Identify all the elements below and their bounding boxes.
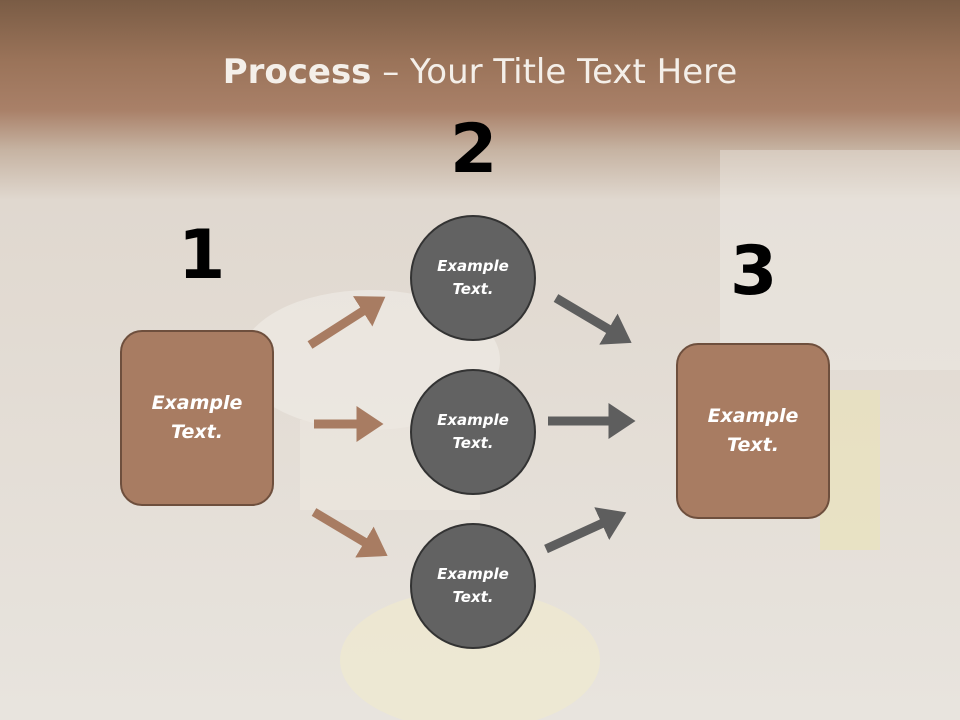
step-number-3: 3 — [730, 232, 778, 311]
step-box-3-text: Example Text. — [707, 405, 799, 456]
step-number-2: 2 — [450, 110, 498, 189]
step-box-1: Example Text. — [120, 330, 274, 506]
slide-title: Process – Your Title Text Here — [0, 52, 960, 92]
step-number-1: 1 — [178, 216, 226, 295]
middle-circle-top-text: Example Text. — [437, 257, 509, 298]
step-box-3: Example Text. — [676, 343, 830, 519]
arrow-bottom-to-3 — [544, 507, 627, 554]
step-box-1-text: Example Text. — [151, 392, 243, 443]
arrow-top-to-3 — [553, 294, 632, 345]
arrow-1-to-top — [307, 296, 386, 349]
middle-circle-top: Example Text. — [410, 215, 536, 341]
middle-circle-bottom: Example Text. — [410, 523, 536, 649]
title-rest: – Your Title Text Here — [371, 52, 738, 92]
middle-circle-bottom-text: Example Text. — [437, 565, 509, 606]
title-bold: Process — [222, 52, 372, 92]
middle-circle-center-text: Example Text. — [437, 411, 509, 452]
middle-circle-center: Example Text. — [410, 369, 536, 495]
arrow-1-to-bottom — [311, 508, 388, 558]
